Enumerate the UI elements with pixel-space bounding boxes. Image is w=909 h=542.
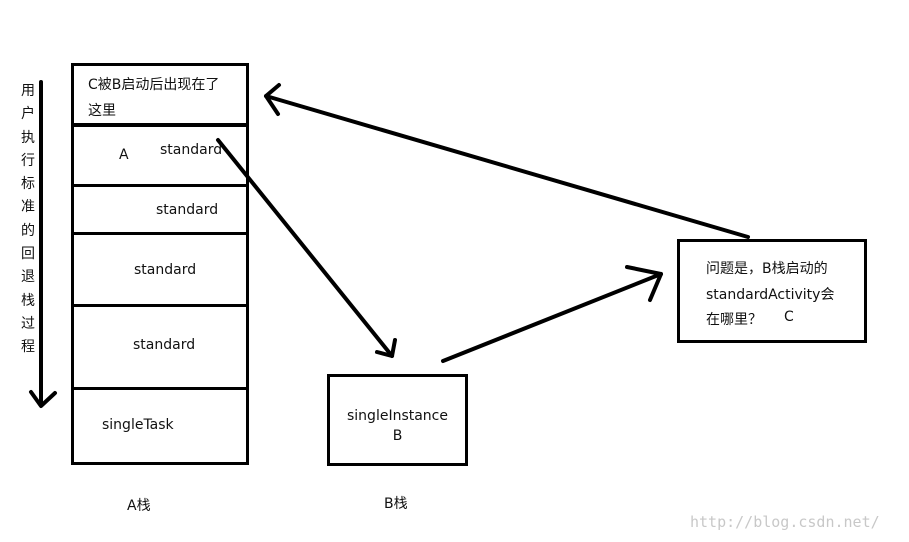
question-line3: 在哪里？ <box>706 312 762 328</box>
stack-b-caption: B栈 <box>384 496 408 512</box>
vertical-char: 栈 <box>21 292 35 309</box>
vertical-process-label: 用 户 执 行 标 准 的 回 退 栈 过 程 <box>18 80 38 360</box>
vertical-char: 行 <box>21 152 35 169</box>
stack-a-row2-mode: standard <box>156 202 219 218</box>
stack-b-letter: B <box>392 428 403 444</box>
stack-a-top-note-line1: C被B启动后出现在了 <box>88 77 220 93</box>
stack-a-frame <box>71 63 249 465</box>
stack-a-row1-mode: standard <box>160 142 223 158</box>
stack-a-divider <box>71 304 249 307</box>
stack-a-row4-mode: standard <box>133 337 196 353</box>
vertical-char: 户 <box>21 106 35 123</box>
vertical-char: 标 <box>21 176 35 193</box>
stack-a-top-note-line2: 这里 <box>88 103 116 119</box>
vertical-char: 退 <box>21 269 35 286</box>
vertical-char: 准 <box>21 199 35 216</box>
stack-a-row5-mode: singleTask <box>102 417 174 433</box>
vertical-char: 用 <box>21 83 35 99</box>
question-letter: C <box>784 309 794 325</box>
watermark: http://blog.csdn.net/ <box>690 513 880 531</box>
vertical-char: 执 <box>21 129 35 146</box>
stack-a-row1-letter: A <box>119 147 129 163</box>
arrow-question-to-stack-a <box>264 83 750 239</box>
vertical-char: 的 <box>21 222 35 239</box>
vertical-char: 过 <box>21 315 35 332</box>
vertical-char: 回 <box>21 246 35 263</box>
down-arrow-icon <box>29 80 57 408</box>
arrow-b-to-question <box>441 265 663 363</box>
stack-a-caption: A栈 <box>127 498 151 514</box>
question-line2: standardActivity会 <box>706 287 835 303</box>
vertical-char: 程 <box>21 339 35 356</box>
stack-a-divider <box>71 387 249 390</box>
question-line1: 问题是，B栈启动的 <box>706 261 828 277</box>
arrow-a-to-b <box>216 138 397 358</box>
stack-b-frame <box>327 374 468 466</box>
stack-b-mode: singleInstance <box>347 408 448 424</box>
question-box <box>677 239 867 343</box>
stack-a-row3-mode: standard <box>134 262 197 278</box>
stack-a-divider <box>71 232 249 235</box>
stack-a-divider <box>71 184 249 187</box>
stack-a-divider <box>71 123 249 127</box>
